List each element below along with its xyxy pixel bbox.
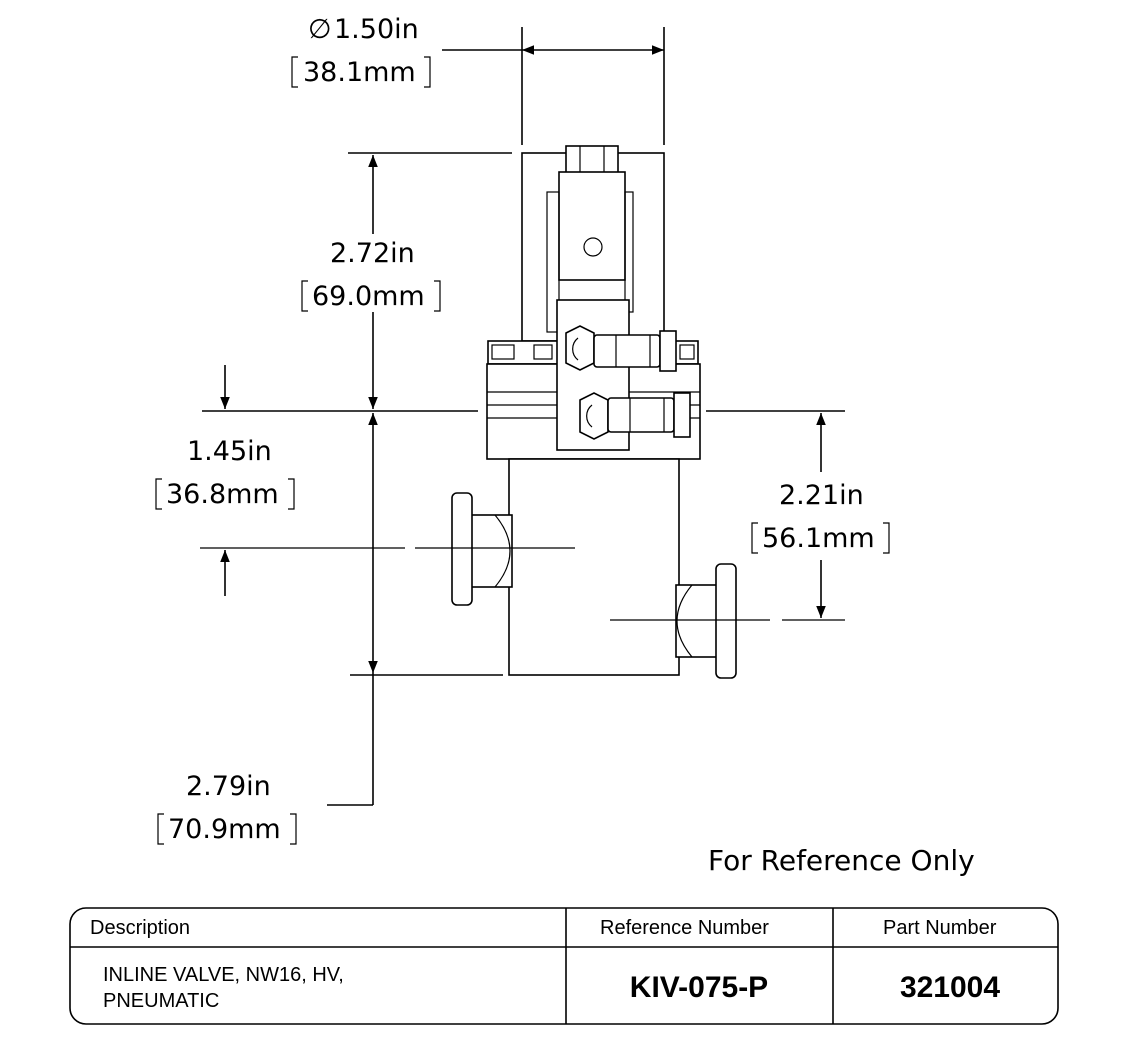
reference-number-value: KIV-075-P bbox=[630, 971, 768, 1004]
body-tube bbox=[508, 458, 680, 676]
port-offset-dimension: 1.45in 36.8mm bbox=[155, 436, 295, 510]
bottom-height-mm-label: 70.9mm bbox=[168, 814, 281, 845]
top-height-mm-label: 69.0mm bbox=[312, 281, 425, 312]
valve-body bbox=[451, 145, 737, 679]
diameter-dimension: ∅ 1.50in 38.1mm bbox=[291, 14, 431, 88]
top-height-dimension: 2.72in 69.0mm bbox=[301, 238, 441, 312]
connector-cap bbox=[565, 145, 619, 175]
port-offset-mm-label: 36.8mm bbox=[166, 479, 279, 510]
right-port-dimension: 2.21in 56.1mm bbox=[751, 480, 890, 554]
dimension-lines bbox=[202, 27, 845, 806]
top-height-in-label: 2.72in bbox=[330, 238, 415, 269]
lower-fitting-collar bbox=[673, 392, 691, 438]
right-port-in-label: 2.21in bbox=[779, 480, 864, 511]
bottom-height-in-label: 2.79in bbox=[186, 771, 271, 802]
diameter-mm-label: 38.1mm bbox=[303, 57, 416, 88]
right-port-flange bbox=[715, 563, 737, 679]
right-port-neck bbox=[675, 584, 719, 658]
left-port-flange bbox=[451, 492, 473, 606]
diameter-symbol: ∅ bbox=[308, 14, 332, 45]
bottom-height-dimension: 2.79in 70.9mm bbox=[157, 771, 297, 845]
upper-fitting-collar bbox=[659, 330, 677, 372]
diameter-in-label: 1.50in bbox=[334, 14, 419, 45]
left-port-neck bbox=[469, 514, 513, 588]
upper-fitting-nut bbox=[565, 325, 595, 371]
header-part-number: Part Number bbox=[883, 917, 997, 939]
coil-screw bbox=[583, 237, 603, 257]
lower-fitting-nut bbox=[579, 392, 609, 440]
description-line-1: INLINE VALVE, NW16, HV, bbox=[103, 964, 344, 986]
table-border bbox=[69, 907, 1059, 1025]
info-table: Description Reference Number Part Number… bbox=[69, 907, 1059, 1025]
right-port-mm-label: 56.1mm bbox=[762, 523, 875, 554]
header-reference-number: Reference Number bbox=[600, 917, 769, 939]
description-line-2: PNEUMATIC bbox=[103, 990, 219, 1012]
port-offset-in-label: 1.45in bbox=[187, 436, 272, 467]
part-number-value: 321004 bbox=[900, 971, 1000, 1004]
header-description: Description bbox=[90, 917, 190, 939]
reference-note: For Reference Only bbox=[708, 844, 975, 877]
solenoid-coil bbox=[558, 171, 626, 281]
